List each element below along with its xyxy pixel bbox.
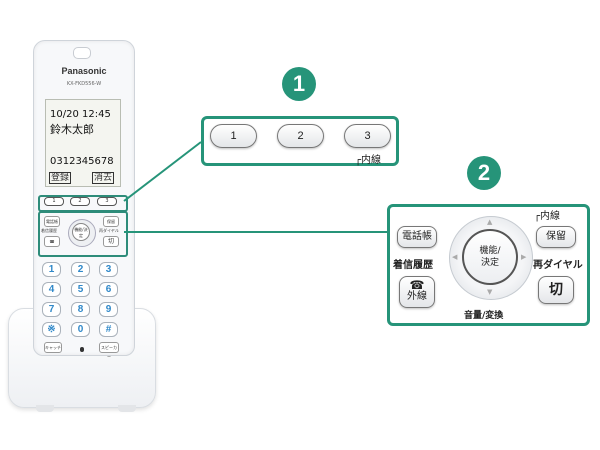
handset-nav-center[interactable]: 機能/決定 (72, 223, 90, 241)
handset-outside-line-button[interactable]: ☎ (44, 236, 60, 247)
handset-line-key-2[interactable]: 2 (70, 197, 90, 206)
callout-badge-1: 1 (282, 67, 316, 101)
handset-hold-button[interactable]: 保留 (103, 216, 119, 227)
keypad-7[interactable]: 7 (42, 302, 61, 317)
brand-logo: Panasonic (61, 66, 107, 76)
keypad-0[interactable]: 0 (71, 322, 90, 337)
callout-naisen-label-2: ┌内線 (534, 211, 561, 222)
keypad-9[interactable]: 9 (99, 302, 118, 317)
callout-nav-center-button[interactable]: 機能/ 決定 (462, 229, 518, 285)
keypad-8[interactable]: 8 (71, 302, 90, 317)
display-datetime: 10/20 12:45 (50, 109, 111, 120)
callout-naisen-label-1: ┌内線 (355, 155, 382, 166)
callout-outside-line-label: 外線 (407, 291, 427, 302)
callout-line-key-1[interactable]: 1 (210, 124, 257, 148)
highlight-function-keys (38, 211, 128, 257)
handset-line-key-3[interactable]: 3 (97, 197, 117, 206)
callout-outside-line-button[interactable]: ☎ 外線 (399, 276, 435, 308)
microphone (80, 347, 84, 352)
keypad-4[interactable]: 4 (42, 282, 61, 297)
model-number: KX-FKD556-W (66, 81, 102, 87)
display-softkey-delete: 消去 (92, 172, 115, 184)
nav-up-arrow-icon: ▲ (487, 218, 493, 226)
handset-redial-label: 再ダイヤル (99, 228, 119, 233)
callout-line-key-3[interactable]: 3 (344, 124, 391, 148)
keypad-6[interactable]: 6 (99, 282, 118, 297)
nav-left-arrow-icon: ◀ (452, 253, 458, 261)
display-caller-number: 0312345678 (50, 156, 114, 167)
nav-right-arrow-icon: ▶ (521, 253, 527, 261)
keypad-1[interactable]: 1 (42, 262, 61, 277)
handset-speaker-button[interactable]: スピーカー (99, 342, 119, 359)
callout-line-key-2[interactable]: 2 (277, 124, 324, 148)
handset-hangup-button[interactable]: 切 (103, 236, 119, 247)
handset-phonebook-button[interactable]: 電話帳 (44, 216, 60, 227)
callout-hold-button[interactable]: 保留 (536, 226, 576, 248)
phone-icon: ☎ (49, 239, 55, 244)
keypad-3[interactable]: 3 (99, 262, 118, 277)
keypad-5[interactable]: 5 (71, 282, 90, 297)
earpiece (73, 47, 91, 59)
nav-center-label-line2: 決定 (480, 258, 499, 268)
nav-down-arrow-icon: ▼ (487, 288, 493, 296)
callout-phonebook-button[interactable]: 電話帳 (397, 226, 437, 248)
callout-hangup-button[interactable]: 切 (538, 276, 574, 304)
callout-volume-convert-label: 音量/変換 (464, 311, 504, 321)
display-caller-name: 鈴木太郎 (50, 123, 94, 136)
callout-redial-label: 再ダイヤル (533, 260, 583, 271)
keypad-2[interactable]: 2 (71, 262, 90, 277)
display-softkey-register: 登録 (49, 172, 72, 184)
leader-line-1 (123, 141, 202, 202)
callout-badge-2: 2 (467, 156, 501, 190)
keypad-hash[interactable]: # (99, 322, 118, 337)
keypad-star[interactable]: ※ (42, 322, 61, 337)
charger-foot-right (118, 405, 136, 412)
charger-foot-left (36, 405, 54, 412)
handset-catch-button[interactable]: キャッチ (44, 342, 62, 353)
handset-incoming-history-label: 着信履歴 (41, 228, 57, 233)
callout-incoming-history-label: 着信履歴 (393, 260, 433, 271)
phone-handset-icon: ☎ (409, 278, 425, 292)
nav-center-label-line1: 機能/ (479, 246, 501, 256)
handset-line-key-1[interactable]: 1 (44, 197, 64, 206)
